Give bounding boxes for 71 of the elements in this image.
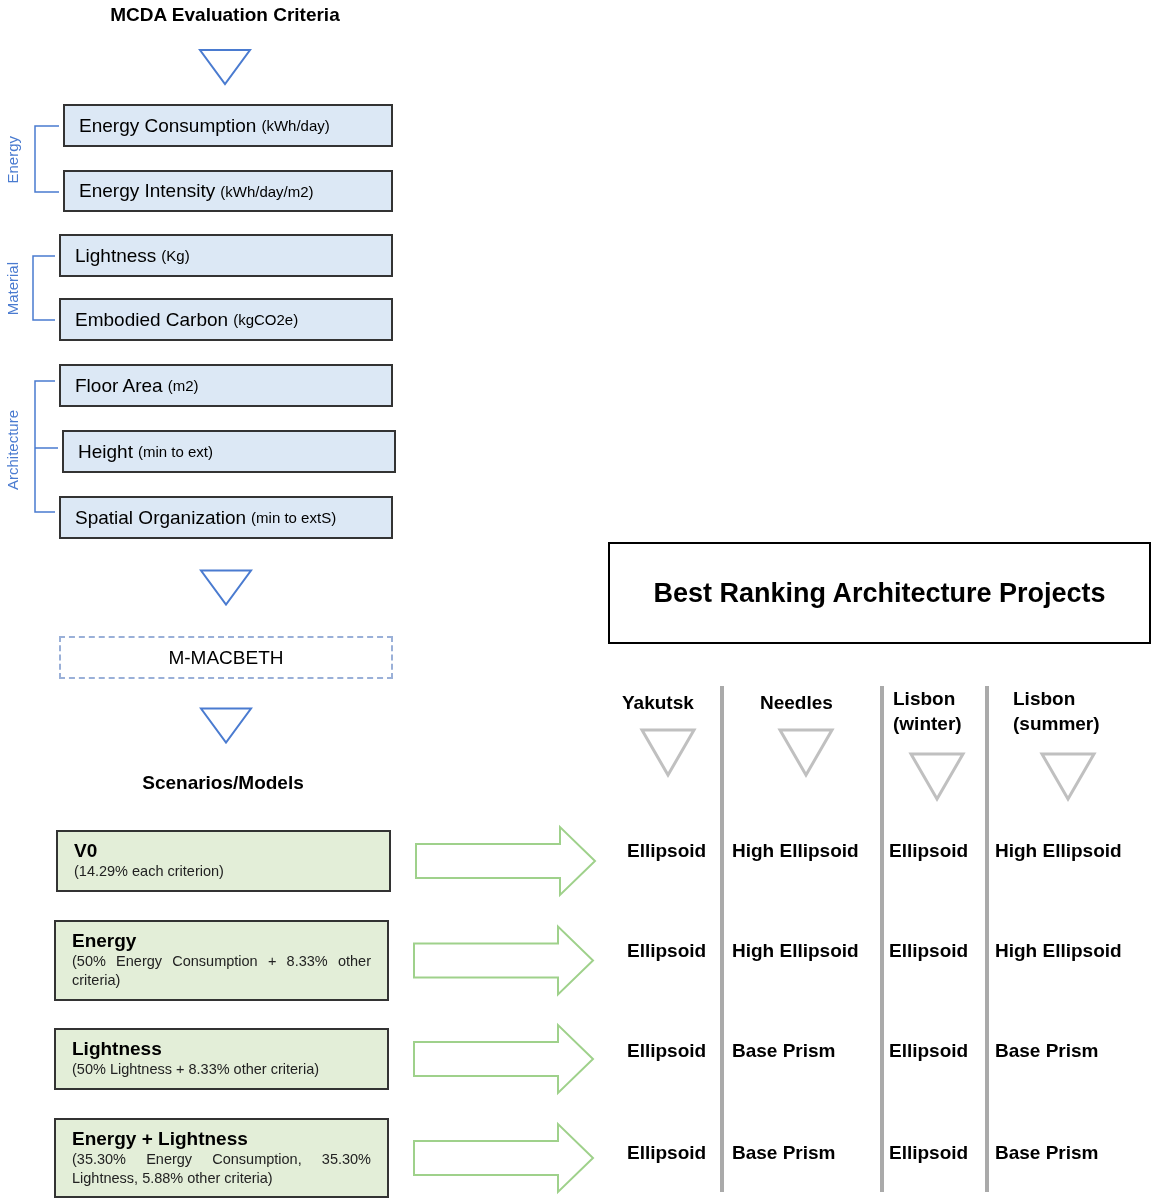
criterion-box: [63, 170, 393, 212]
table-cell: High Ellipsoid: [995, 840, 1122, 862]
criterion-box: [62, 430, 396, 473]
table-cell: Ellipsoid: [889, 1040, 969, 1062]
table-cell: Ellipsoid: [889, 1142, 969, 1164]
block-arrow: [415, 824, 597, 898]
table-cell: Base Prism: [732, 1142, 836, 1164]
column-heading: Needles: [760, 690, 852, 716]
weight-text: (35.30% Energy Consumption, 35.30% Lightness, 5.88% other criteria): [72, 1150, 371, 1188]
weight-text: (50% Lightness + 8.33% other criteria): [72, 1060, 321, 1079]
table-cell: High Ellipsoid: [732, 840, 859, 862]
table-cell: Ellipsoid: [627, 1142, 707, 1164]
criterion-name: Embodied Carbon: [75, 308, 229, 331]
table-cell: Ellipsoid: [889, 940, 969, 962]
scenario-name: V0: [74, 840, 99, 862]
scenario-name: Energy: [72, 930, 138, 952]
heading: MCDA Evaluation Criteria: [70, 4, 380, 30]
weight-text: (50% Energy Consumption + 8.33% other criteria): [72, 952, 371, 990]
block-arrow: [413, 1121, 595, 1195]
table-cell: Base Prism: [995, 1040, 1099, 1062]
triangle-arrow: [198, 49, 252, 86]
column-heading: Lisbon (summer): [1013, 686, 1123, 740]
unit-text: (kWh/day/m2): [220, 182, 314, 200]
criterion-box: [63, 104, 393, 147]
criterion-box: [59, 234, 393, 277]
triangle-arrow: [777, 728, 835, 778]
table-cell: Ellipsoid: [627, 1040, 707, 1062]
unit-text: (Kg): [161, 247, 190, 264]
unit-text: (min to ext): [137, 443, 213, 460]
result-box: Best Ranking Architecture Projects: [608, 542, 1151, 644]
table-cell: Ellipsoid: [889, 840, 969, 862]
weight-text: (14.29% each criterion): [74, 862, 225, 881]
triangle-arrow: [1039, 752, 1097, 802]
criterion-name: Lightness: [75, 244, 157, 267]
table-cell: Ellipsoid: [627, 840, 707, 862]
scenario-box: [54, 1028, 389, 1090]
unit-text: (min to extS): [251, 509, 337, 526]
scenario-box: [54, 920, 389, 1001]
criterion-name: Floor Area: [75, 374, 163, 397]
category-label: Energy: [4, 136, 21, 184]
criterion-name: Energy Intensity: [79, 180, 216, 202]
criterion-name: Spatial Organization: [75, 506, 247, 529]
unit-text: (kgCO2e): [233, 311, 299, 328]
criterion-box: [59, 364, 393, 407]
table-cell: Ellipsoid: [627, 940, 707, 962]
triangle-arrow: [199, 569, 253, 607]
criterion-name: Height: [78, 440, 133, 463]
criterion-box: [59, 496, 393, 539]
triangle-arrow: [908, 752, 966, 802]
criterion-name: Energy Consumption: [79, 114, 257, 137]
block-arrow: [413, 1022, 595, 1096]
column-heading: Yakutsk: [622, 690, 714, 716]
triangle-arrow: [639, 728, 697, 778]
table-cell: Base Prism: [732, 1040, 836, 1062]
column-heading: Lisbon (winter): [893, 686, 981, 740]
scenario-box: [56, 830, 391, 892]
category-label: Architecture: [4, 410, 21, 491]
scenario-name: Lightness: [72, 1038, 163, 1060]
method-box: M-MACBETH: [59, 636, 393, 679]
table-cell: High Ellipsoid: [732, 940, 859, 962]
scenario-box: [54, 1118, 389, 1198]
scenario-name: Energy + Lightness: [72, 1128, 249, 1150]
triangle-arrow: [199, 707, 253, 745]
table-cell: High Ellipsoid: [995, 940, 1122, 962]
criterion-box: [59, 298, 393, 341]
table-cell: Base Prism: [995, 1142, 1099, 1164]
unit-text: (kWh/day): [261, 117, 330, 134]
unit-text: (m2): [167, 377, 199, 394]
heading: Scenarios/Models: [100, 772, 346, 798]
block-arrow: [413, 924, 595, 997]
category-label: Material: [4, 261, 21, 315]
